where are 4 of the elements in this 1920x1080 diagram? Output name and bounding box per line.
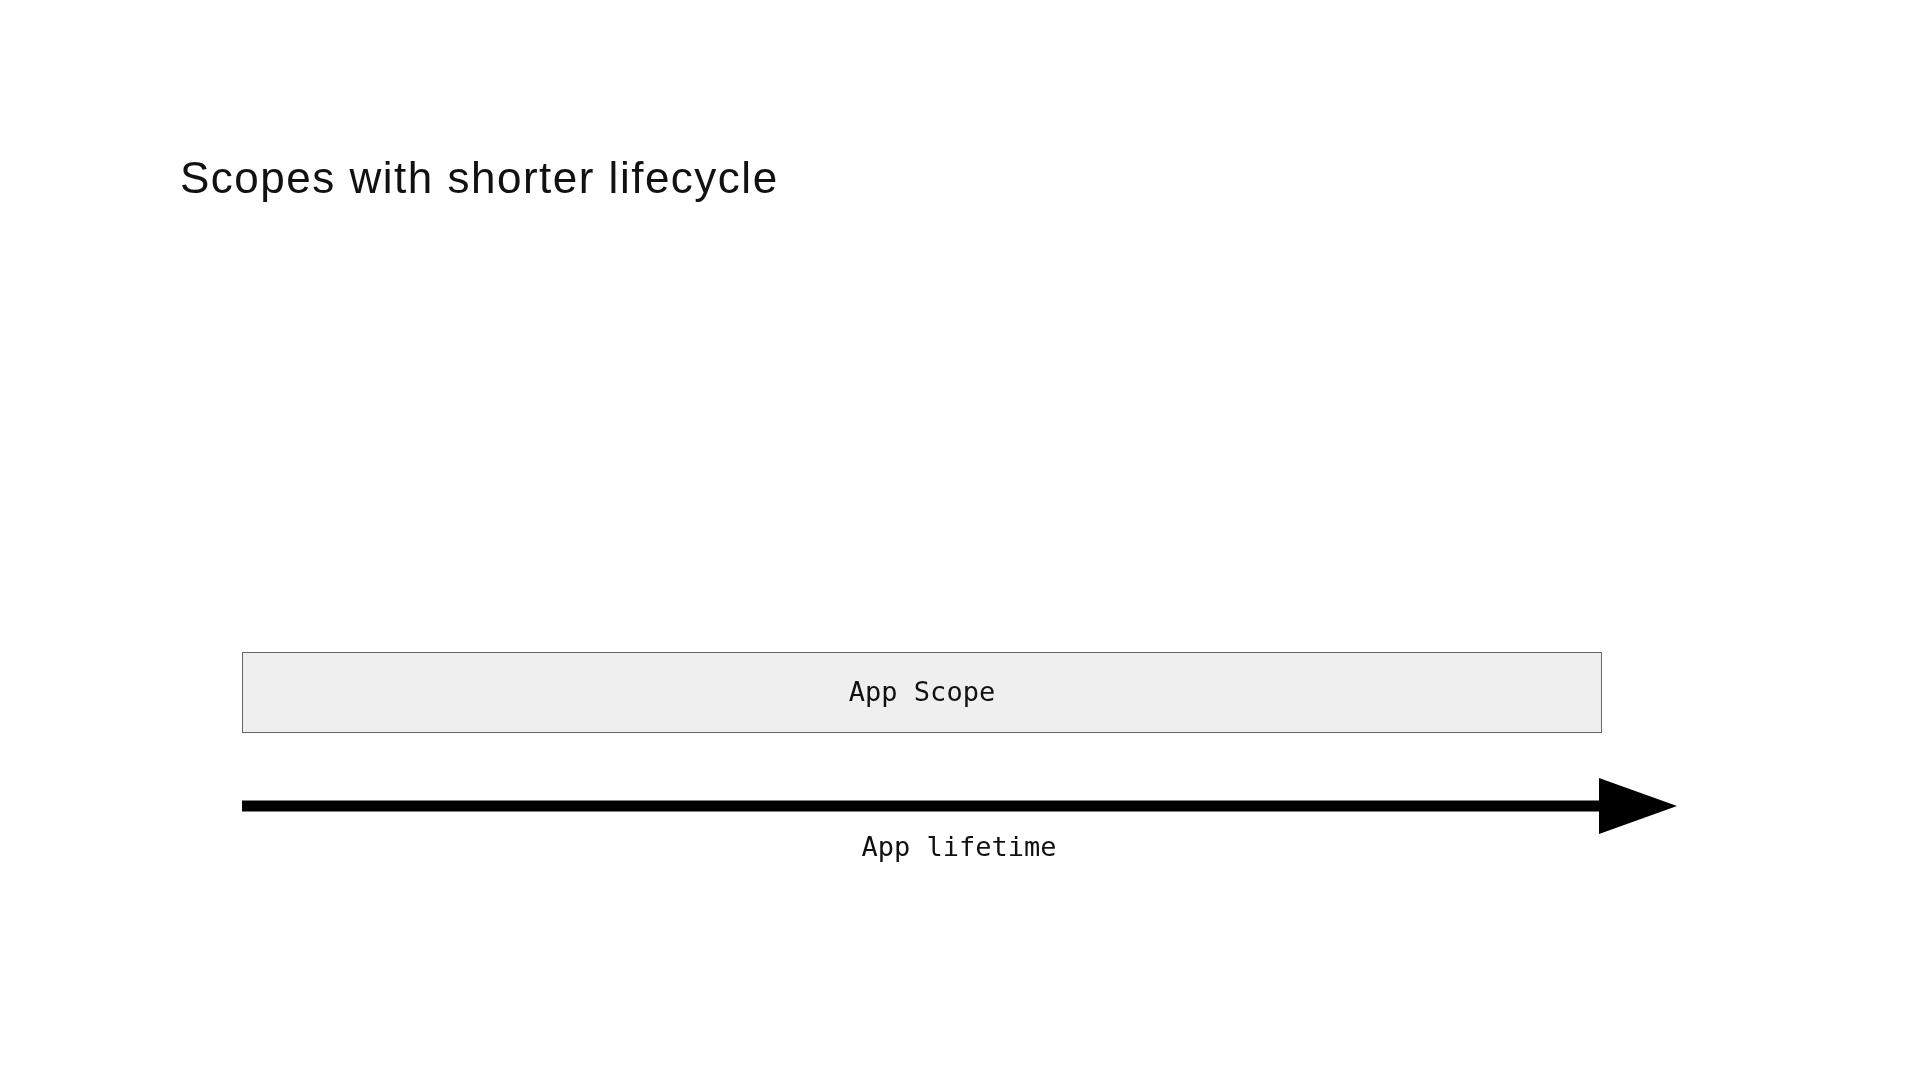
scope-label: App Scope xyxy=(848,676,996,709)
axis-caption: App lifetime xyxy=(861,831,1057,864)
scope-bar xyxy=(242,652,1602,733)
slide-title: Scopes with shorter lifecycle xyxy=(180,152,779,204)
